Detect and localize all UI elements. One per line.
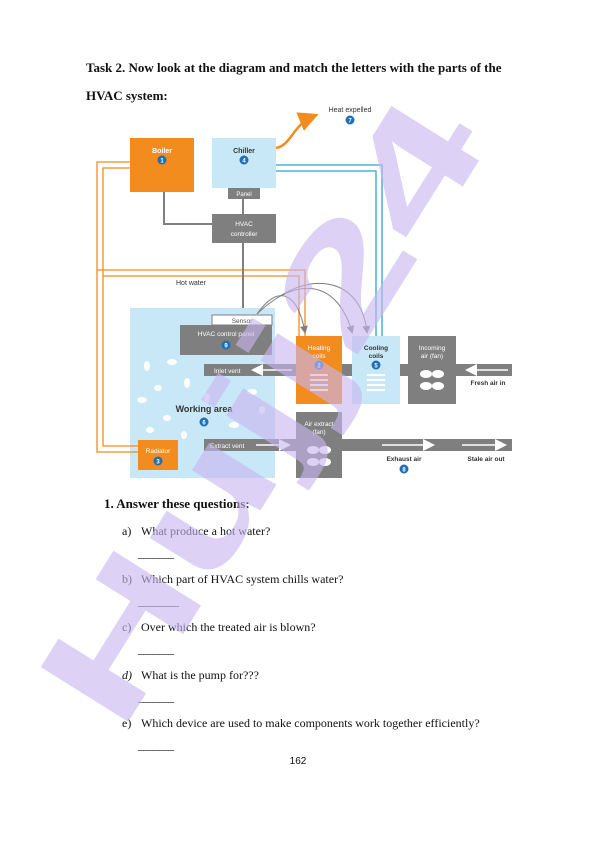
incoming-air-fan-box bbox=[408, 336, 456, 404]
marker-8-label: 8 bbox=[402, 468, 406, 474]
question-c: c) Over which the treated air is blown? bbox=[122, 620, 562, 635]
cooling-coils-box bbox=[352, 336, 400, 404]
radiator-label: Radiator bbox=[146, 448, 171, 455]
control-panel-label: HVAC control panel bbox=[198, 331, 255, 338]
marker-1-label: 1 bbox=[160, 159, 164, 165]
marker-8 bbox=[399, 464, 409, 474]
marker-7 bbox=[345, 115, 355, 125]
hvac-diagram: Boiler 1 Chiller 4 Panel Heat expelled 7… bbox=[92, 100, 522, 485]
questions-heading: 1. Answer these questions: bbox=[104, 496, 250, 511]
marker-5-label: 5 bbox=[374, 364, 378, 370]
marker-4-label: 4 bbox=[242, 159, 246, 165]
answer-blank-b[interactable]: ________ bbox=[138, 594, 179, 608]
heat-expelled-arrow bbox=[275, 112, 319, 150]
inlet-vent-label: Inlet vent bbox=[214, 368, 241, 375]
cooling-label-2: coils bbox=[369, 353, 384, 360]
marker-6 bbox=[199, 417, 209, 427]
incoming-fan-icon bbox=[420, 370, 444, 390]
controller-label-1: HVAC bbox=[235, 221, 253, 228]
boiler-label: Boiler bbox=[152, 148, 172, 155]
sensor-signal-arcs bbox=[256, 282, 371, 334]
panel-label: Panel bbox=[236, 192, 251, 198]
extract-fan-icon bbox=[307, 446, 331, 466]
heating-label-2: coils bbox=[312, 353, 326, 360]
cooling-label-1: Cooling bbox=[364, 345, 388, 352]
airflow-icons bbox=[137, 359, 265, 439]
question-a: a) What produce a hot water? bbox=[122, 524, 562, 539]
question-b-letter: b) bbox=[122, 572, 132, 586]
question-b: b) Which part of HVAC system chills water… bbox=[122, 572, 562, 587]
air-extract-fan-box bbox=[296, 412, 342, 478]
boiler-box bbox=[130, 138, 194, 192]
marker-9 bbox=[221, 340, 231, 350]
answer-blank-c[interactable]: _______ bbox=[138, 642, 174, 656]
sensor-label: Sensor bbox=[232, 318, 253, 325]
chiller-label: Chiller bbox=[233, 148, 255, 155]
page-number: 162 bbox=[289, 756, 307, 767]
marker-6-label: 6 bbox=[202, 421, 206, 427]
question-c-letter: c) bbox=[122, 620, 132, 634]
air-extract-label-2: (fan) bbox=[312, 429, 325, 436]
heating-coil-icon bbox=[310, 374, 328, 391]
heat-expelled-label: Heat expelled bbox=[329, 107, 372, 114]
hvac-diagram-svg: Boiler 1 Chiller 4 Panel Heat expelled 7… bbox=[96, 107, 512, 478]
marker-9-label: 9 bbox=[224, 344, 228, 350]
task-line-2: HVAC system: bbox=[86, 88, 168, 103]
marker-7-label: 7 bbox=[348, 119, 352, 125]
question-d-text: What is the pump for??? bbox=[141, 668, 259, 682]
heating-coils-box bbox=[296, 336, 342, 404]
question-a-letter: a) bbox=[122, 524, 132, 538]
duct-between-coils bbox=[342, 364, 352, 376]
answer-blank-a[interactable]: _______ bbox=[138, 546, 174, 560]
heating-label-1: Heating bbox=[308, 345, 331, 352]
hot-water-pipes bbox=[96, 161, 306, 453]
duct-between-cooling-fan bbox=[400, 364, 408, 376]
question-e: e) Which device are used to make componen… bbox=[122, 716, 562, 731]
panel-box bbox=[228, 188, 260, 199]
question-d-letter: d) bbox=[122, 668, 132, 682]
marker-2-label: 2 bbox=[317, 364, 321, 370]
marker-4 bbox=[239, 155, 249, 165]
incoming-label-2: air (fan) bbox=[421, 353, 443, 360]
extract-vent-label: Extract vent bbox=[210, 443, 245, 450]
marker-3 bbox=[153, 456, 163, 466]
extract-vent-duct bbox=[204, 439, 296, 451]
stale-air-label: Stale air out bbox=[467, 456, 505, 463]
fresh-air-label: Fresh air in bbox=[470, 380, 505, 387]
incoming-label-1: Incoming bbox=[419, 345, 446, 352]
hvac-control-panel-box bbox=[180, 325, 272, 355]
task-line-1: Task 2. Now look at the diagram and matc… bbox=[86, 60, 502, 75]
question-e-text: Which device are used to make components… bbox=[141, 716, 480, 730]
marker-1 bbox=[157, 155, 167, 165]
marker-3-label: 3 bbox=[156, 460, 160, 466]
hot-water-label: Hot water bbox=[176, 280, 207, 287]
working-area-label: Working area bbox=[176, 404, 234, 414]
answer-blank-d[interactable]: _______ bbox=[138, 690, 174, 704]
task-instruction: Task 2. Now look at the diagram and matc… bbox=[86, 54, 546, 110]
answer-blank-e[interactable]: _______ bbox=[138, 738, 174, 752]
question-c-text: Over which the treated air is blown? bbox=[141, 620, 316, 634]
marker-5 bbox=[371, 360, 381, 370]
question-a-text: What produce a hot water? bbox=[141, 524, 271, 538]
exhaust-air-label: Exhaust air bbox=[386, 456, 422, 463]
question-e-letter: e) bbox=[122, 716, 132, 730]
control-lines bbox=[163, 192, 244, 308]
air-extract-label-1: Air extract bbox=[304, 421, 333, 428]
hvac-controller-box bbox=[212, 214, 276, 243]
question-d: d) What is the pump for??? bbox=[122, 668, 562, 683]
chilled-water-pipes bbox=[276, 164, 383, 336]
controller-label-2: controller bbox=[231, 231, 259, 238]
marker-2 bbox=[314, 360, 324, 370]
cooling-coil-icon bbox=[367, 374, 385, 391]
question-b-text: Which part of HVAC system chills water? bbox=[141, 572, 344, 586]
inlet-vent-duct bbox=[204, 364, 296, 376]
